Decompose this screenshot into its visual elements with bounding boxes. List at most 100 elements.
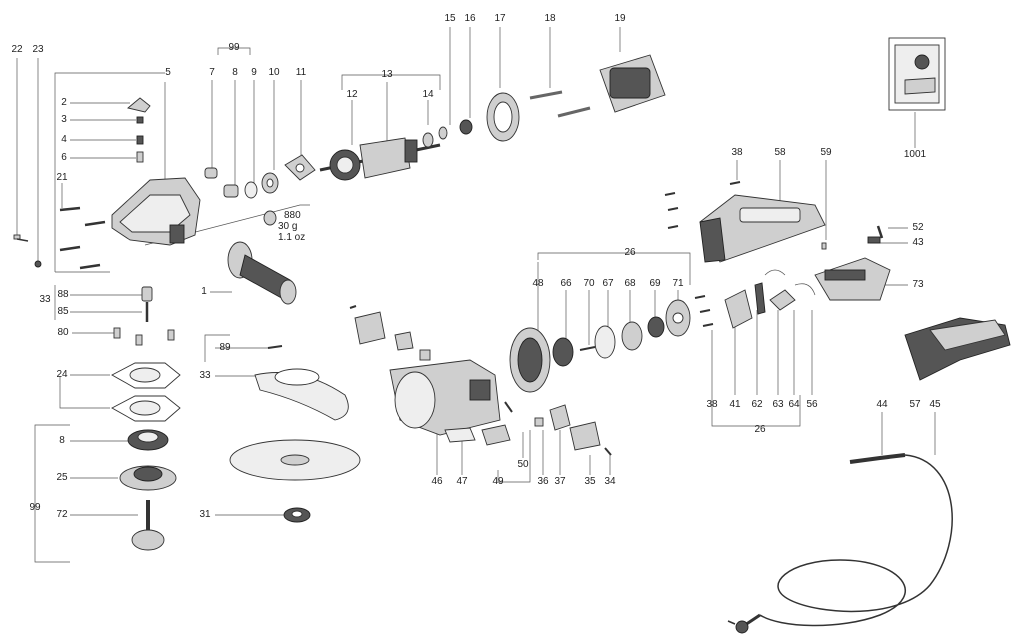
callout-1: 1 (201, 286, 207, 297)
callout-48: 48 (532, 278, 544, 289)
clamp-lever (127, 97, 151, 163)
motor-front-housing (389, 359, 501, 436)
callout-80: 80 (57, 327, 69, 338)
callout-12: 12 (346, 89, 358, 100)
callout-59: 59 (820, 147, 832, 158)
callout-63: 63 (772, 399, 784, 410)
callout-37: 37 (554, 476, 566, 487)
power-cord (727, 453, 953, 634)
leader-lines (16, 27, 936, 563)
callout-4: 4 (61, 134, 67, 145)
callout-89: 89 (219, 342, 231, 353)
callout-24: 24 (56, 369, 68, 380)
fan-assembly (509, 299, 691, 393)
callout-10: 10 (268, 67, 280, 78)
stator (599, 54, 666, 113)
callout-62: 62 (751, 399, 763, 410)
info-box (888, 37, 946, 111)
screws-21 (59, 206, 106, 270)
callout-52: 52 (912, 222, 924, 233)
callout-43: 43 (912, 237, 924, 248)
cutting-disc (229, 439, 361, 523)
callout-67: 67 (602, 278, 614, 289)
callout-85: 85 (57, 306, 69, 317)
switch-parts (821, 225, 884, 250)
bearing-parts (438, 90, 591, 142)
callout-7: 7 (209, 67, 215, 78)
callout-69: 69 (649, 278, 661, 289)
bearing-stack (204, 154, 316, 226)
callout-99-top: 99 (228, 42, 240, 53)
callout-31: 31 (199, 509, 211, 520)
armature (319, 132, 441, 181)
small-bolts (113, 286, 175, 346)
callout-16: 16 (464, 13, 476, 24)
callout-71: 71 (672, 278, 684, 289)
callout-66: 66 (560, 278, 572, 289)
callout-49: 49 (492, 476, 504, 487)
callout-2: 2 (61, 97, 67, 108)
gaskets (111, 362, 181, 422)
callout-56: 56 (806, 399, 818, 410)
callout-14: 14 (422, 89, 434, 100)
long-screw (13, 234, 42, 268)
callout-38-top: 38 (731, 147, 743, 158)
callout-19: 19 (614, 13, 626, 24)
wheel-guard (254, 345, 349, 421)
switch-carrier (814, 257, 891, 301)
callout-1001: 1001 (903, 149, 927, 160)
motor-housing (699, 194, 826, 263)
callout-18: 18 (544, 13, 556, 24)
callout-73: 73 (912, 279, 924, 290)
callout-47: 47 (456, 476, 468, 487)
spindle-assembly (119, 429, 177, 551)
weight-note: 880 30 g 1.1 oz (278, 210, 305, 243)
callout-17: 17 (494, 13, 506, 24)
callout-64: 64 (788, 399, 800, 410)
callout-13: 13 (381, 69, 393, 80)
screws-38 (664, 181, 741, 229)
callout-68: 68 (624, 278, 636, 289)
side-handle (227, 241, 297, 305)
callout-88: 88 (57, 289, 69, 300)
callout-5: 5 (165, 67, 171, 78)
callout-70: 70 (583, 278, 595, 289)
callout-9: 9 (251, 67, 257, 78)
callout-8-top: 8 (232, 67, 238, 78)
callout-23: 23 (32, 44, 44, 55)
callout-26-top: 26 (624, 247, 636, 258)
callout-33-guard: 33 (199, 370, 211, 381)
weight-note-part: 880 (284, 210, 301, 221)
callout-58: 58 (774, 147, 786, 158)
rear-handle (904, 317, 1011, 381)
callout-35: 35 (584, 476, 596, 487)
lower-small-parts (444, 401, 612, 456)
callout-15: 15 (444, 13, 456, 24)
callout-25: 25 (56, 472, 68, 483)
callout-34: 34 (604, 476, 616, 487)
callout-44: 44 (876, 399, 888, 410)
callout-21: 21 (56, 172, 68, 183)
gear-housing (111, 177, 201, 246)
callout-3: 3 (61, 114, 67, 125)
weight-note-ounces: 1.1 oz (278, 232, 306, 243)
callout-6: 6 (61, 152, 67, 163)
weight-note-grams: 30 g (278, 221, 298, 232)
brush-holders (694, 269, 816, 329)
electronics-parts (349, 305, 431, 361)
callout-50: 50 (517, 459, 529, 470)
callout-11: 11 (295, 67, 307, 78)
callout-33-left: 33 (39, 294, 51, 305)
callout-99-left: 99 (29, 502, 41, 513)
callout-38-bottom: 38 (706, 399, 718, 410)
callout-36: 36 (537, 476, 549, 487)
callout-26-bottom: 26 (754, 424, 766, 435)
callout-41: 41 (729, 399, 741, 410)
callout-45: 45 (929, 399, 941, 410)
callout-46: 46 (431, 476, 443, 487)
callout-57: 57 (909, 399, 921, 410)
callout-22: 22 (11, 44, 23, 55)
callout-8-left: 8 (59, 435, 65, 446)
callout-72: 72 (56, 509, 68, 520)
